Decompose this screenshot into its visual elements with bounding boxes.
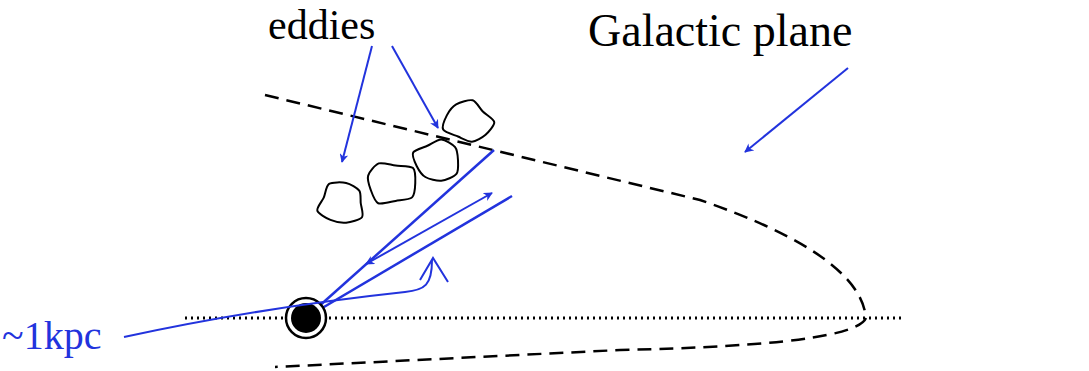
eddy-curve <box>443 100 494 142</box>
eddy-curve <box>317 182 362 222</box>
pointer-arrow <box>342 46 372 162</box>
sightline <box>307 196 512 317</box>
leader-line <box>124 260 432 337</box>
eddy-curve <box>413 139 458 180</box>
pointer-arrow <box>745 68 848 152</box>
dimension-arrow <box>366 193 492 264</box>
leader-caret <box>420 258 448 282</box>
plane-label: Galactic plane <box>588 8 852 54</box>
eddy-curve <box>368 163 415 204</box>
eddy-group <box>317 100 494 223</box>
distance-label: ~1kpc <box>2 316 101 356</box>
observer-dot <box>291 303 321 333</box>
pointer-arrow <box>392 46 438 128</box>
eddies-label: eddies <box>268 4 375 46</box>
galactic-disk-outline <box>265 95 866 367</box>
